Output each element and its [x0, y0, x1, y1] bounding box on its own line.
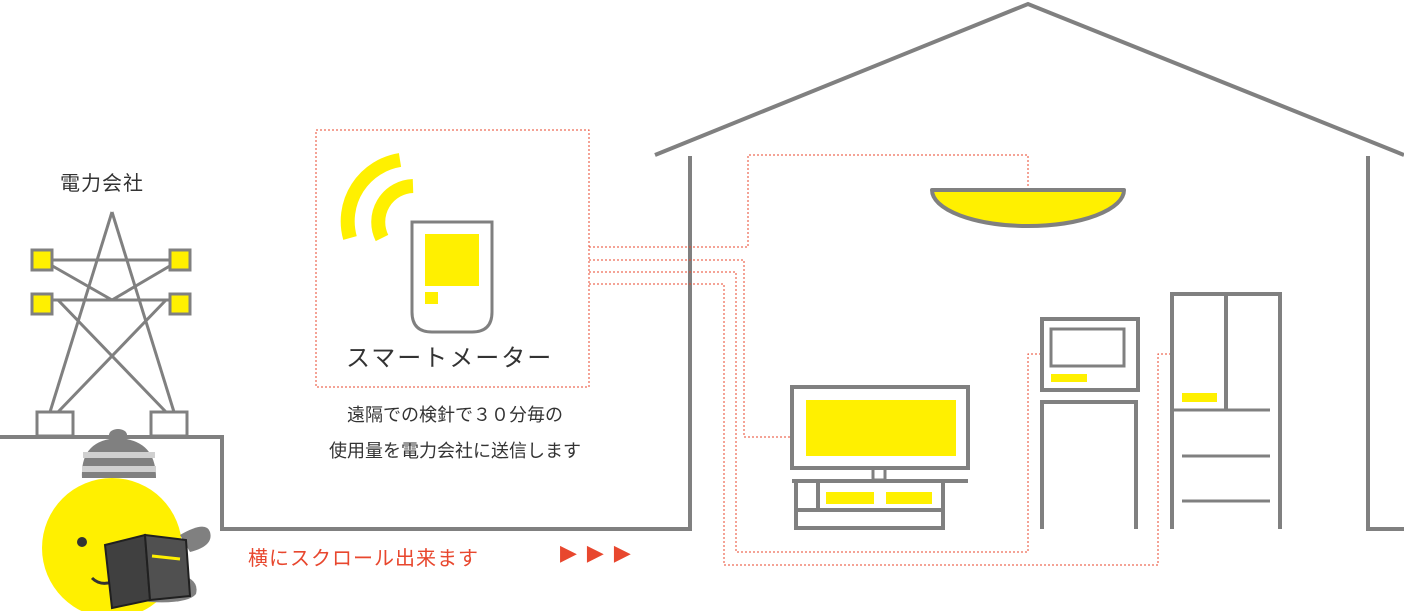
microwave-icon — [1040, 317, 1140, 529]
television-icon — [790, 385, 970, 530]
scroll-hint-label: 横にスクロール出来ます — [248, 546, 479, 570]
power-line — [0, 156, 692, 531]
ceiling-lamp-icon — [930, 188, 1126, 228]
house-outline — [654, 1, 1404, 531]
smart-meter-box — [315, 129, 590, 388]
meter-description-line-2: 使用量を電力会社に送信します — [329, 441, 581, 462]
transmission-tower-icon — [35, 211, 189, 438]
meter-description-line-1: 遠隔での検針で３０分毎の — [347, 405, 563, 426]
meter-wires — [589, 154, 1172, 566]
power-company-label: 電力会社 — [60, 171, 144, 195]
refrigerator-icon — [1170, 292, 1282, 529]
insulator-icons — [30, 248, 192, 316]
bulb-mascot-icon — [42, 429, 211, 611]
smart-meter-label: スマートメーター — [346, 344, 554, 372]
wireless-signal-icon — [340, 153, 414, 242]
smart-meter-icon — [410, 220, 494, 334]
scroll-arrows-icon[interactable]: ▶▶▶ — [560, 541, 641, 566]
